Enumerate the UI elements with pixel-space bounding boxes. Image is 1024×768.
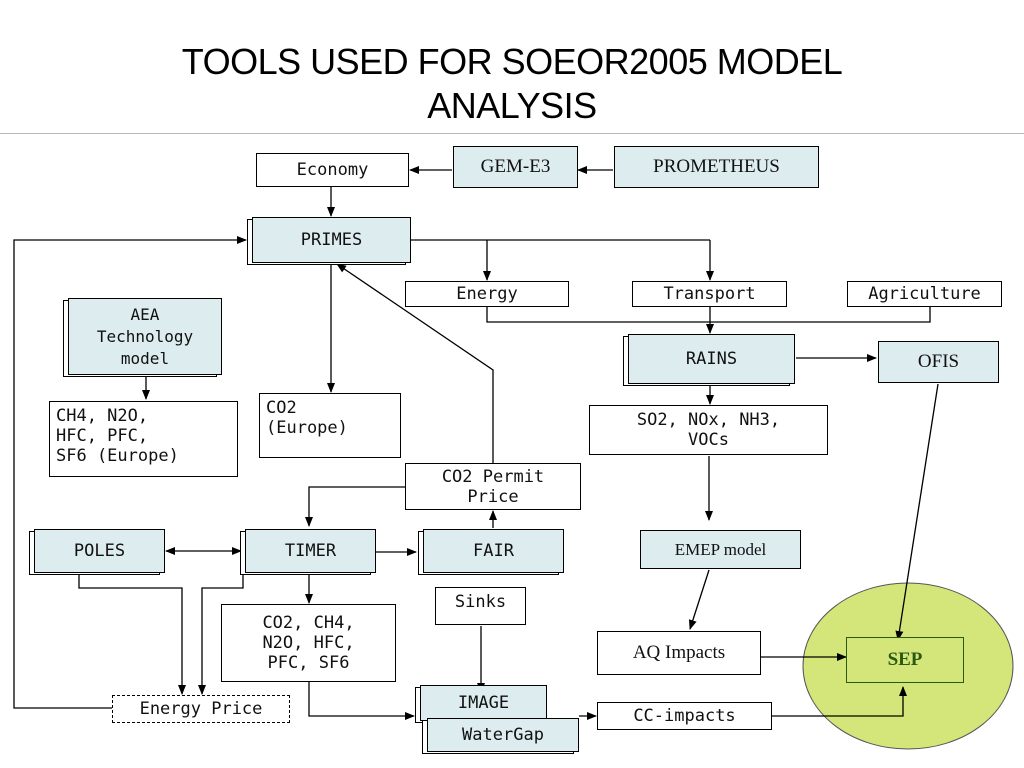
arrow-permit-timer xyxy=(305,486,405,527)
energy-price-box: Energy Price xyxy=(112,695,290,723)
line-energy-rains xyxy=(486,306,931,323)
arrow-emep-aq xyxy=(688,569,710,630)
timer-box: TIMER xyxy=(245,529,376,573)
fair-box: FAIR xyxy=(423,529,564,573)
arrow-poles-price xyxy=(78,574,186,695)
title-line-2: ANALYSIS xyxy=(427,85,597,126)
cc-impacts-box: CC-impacts xyxy=(597,702,772,730)
ofis-box: OFIS xyxy=(878,341,999,383)
arrow-permit-primes xyxy=(336,263,494,463)
gem-e3-box: GEM-E3 xyxy=(453,146,578,188)
non-co2-emissions-box: CH4, N2O, HFC, PFC, SF6 (Europe) xyxy=(49,401,238,477)
co2-permit-price-box: CO2 Permit Price xyxy=(405,463,581,510)
poles-box: POLES xyxy=(34,529,165,573)
title-line-1: TOOLS USED FOR SOEOR2005 MODEL xyxy=(181,41,843,82)
timer-emissions-box: CO2, CH4, N2O, HFC, PFC, SF6 xyxy=(221,604,396,682)
slide-title: TOOLS USED FOR SOEOR2005 MODEL ANALYSIS xyxy=(0,40,1024,128)
rains-box: RAINS xyxy=(628,334,795,384)
aq-impacts-box: AQ Impacts xyxy=(597,631,761,675)
emep-model-box: EMEP model xyxy=(640,530,801,569)
agriculture-box: Agriculture xyxy=(847,281,1002,307)
primes-box: PRIMES xyxy=(252,217,411,263)
sinks-box: Sinks xyxy=(435,587,526,625)
arrow-timer-price xyxy=(198,574,244,695)
arrow-cc-sep xyxy=(772,686,907,717)
transport-box: Transport xyxy=(632,281,787,307)
co2-europe-box: CO2 (Europe) xyxy=(259,393,401,458)
sep-box: SEP xyxy=(846,637,964,683)
so2-nox-box: SO2, NOx, NH3, VOCs xyxy=(589,405,828,455)
aea-technology-box: AEA Technology model xyxy=(68,298,222,375)
prometheus-box: PROMETHEUS xyxy=(614,146,819,188)
title-divider xyxy=(0,133,1024,134)
arrow-ofis-sep xyxy=(895,383,939,641)
arrow-feedback-primes xyxy=(13,236,247,709)
image-box: IMAGE xyxy=(420,685,547,721)
arrow-emissions-image xyxy=(308,682,415,720)
watergap-box: WaterGap xyxy=(427,718,579,752)
energy-box: Energy xyxy=(405,281,569,307)
economy-box: Economy xyxy=(256,153,409,187)
